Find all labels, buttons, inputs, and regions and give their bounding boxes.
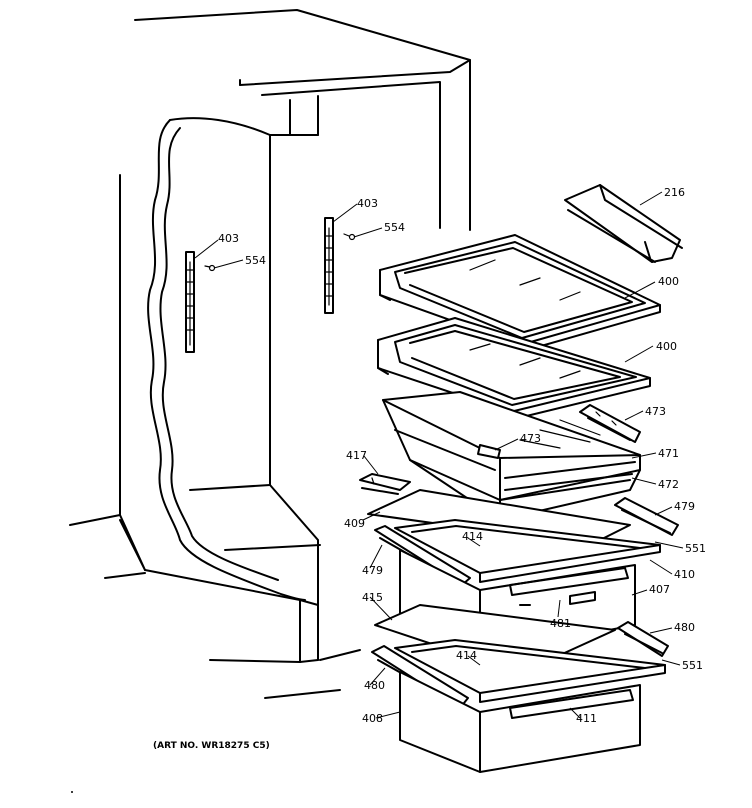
callout-414-lower: 414 [456, 649, 477, 662]
callout-415: 415 [362, 591, 383, 604]
callout-417: 417 [346, 449, 367, 462]
callout-473-pan: 473 [520, 432, 541, 445]
shelf-rail-right [324, 217, 334, 314]
screw-left [204, 264, 216, 272]
drawer-frame-410 [394, 519, 661, 583]
shelf-slide-rail-417 [359, 473, 411, 495]
callout-554-left: 554 [245, 254, 266, 267]
callout-551-upper: 551 [685, 542, 706, 555]
drawer-rail-479-right [614, 497, 679, 536]
callout-leaders [194, 191, 684, 719]
callout-480-right: 480 [674, 621, 695, 634]
art-number: (ART NO. WR18275 C5) [153, 741, 270, 751]
callout-408: 408 [362, 712, 383, 725]
callout-473-rail: 473 [645, 405, 666, 418]
drawer-rail-480-right [617, 621, 669, 657]
callout-479-left: 479 [362, 564, 383, 577]
callout-407: 407 [649, 583, 670, 596]
shelf-rail-left [185, 251, 195, 353]
callout-400-lower: 400 [656, 340, 677, 353]
callout-400-upper: 400 [658, 275, 679, 288]
screw-right [343, 233, 356, 241]
callout-403-right: 403 [357, 197, 378, 210]
callout-480-left: 480 [364, 679, 385, 692]
door-bin-216 [564, 184, 683, 263]
callout-479-right: 479 [674, 500, 695, 513]
crisper-pan-471 [382, 391, 641, 521]
scan-dot [71, 791, 73, 793]
callout-551-lower: 551 [682, 659, 703, 672]
callout-409: 409 [344, 517, 365, 530]
drawer-408 [399, 671, 641, 773]
callout-481: 481 [550, 617, 571, 630]
callout-labels: 216 400 400 403 554 403 554 473 473 471 … [153, 186, 706, 751]
cabinet-cutaway-edge [147, 117, 306, 601]
shelf-slide-rail-473-right [579, 404, 641, 443]
callout-554-right: 554 [384, 221, 405, 234]
callout-471: 471 [658, 447, 679, 460]
glass-shelf-400-lower [377, 317, 651, 421]
callout-410: 410 [674, 568, 695, 581]
drawer-frame-lower [394, 639, 666, 703]
callout-472: 472 [658, 478, 679, 491]
callout-403-left: 403 [218, 232, 239, 245]
callout-411: 411 [576, 712, 597, 725]
callout-216: 216 [664, 186, 685, 199]
callout-414-upper: 414 [462, 530, 483, 543]
